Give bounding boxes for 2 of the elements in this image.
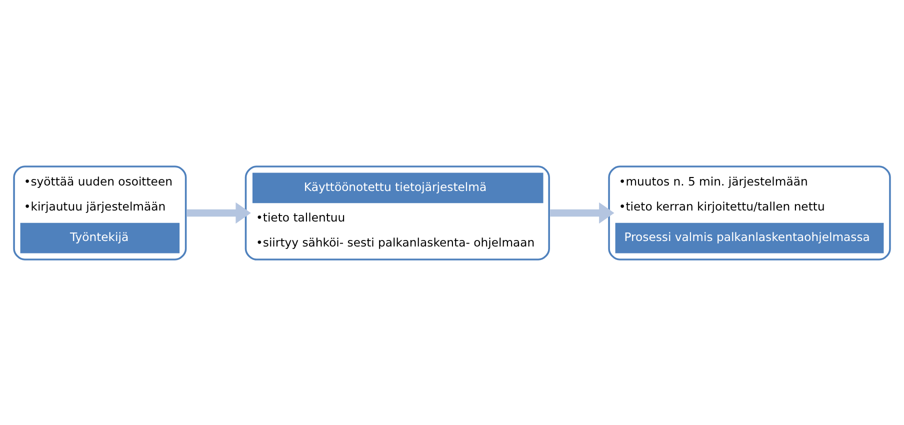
arrow — [186, 202, 251, 224]
arrow — [550, 202, 614, 224]
